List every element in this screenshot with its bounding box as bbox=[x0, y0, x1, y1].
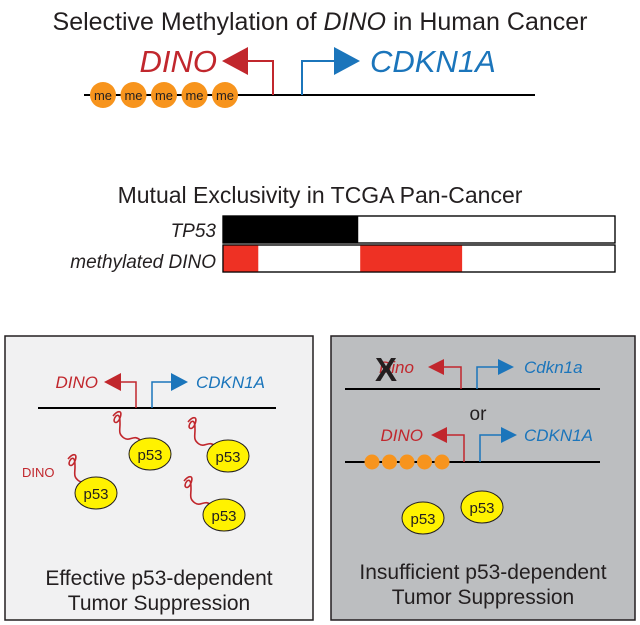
dino-p53-complex-2: p53 bbox=[187, 416, 250, 473]
middle-title: Mutual Exclusivity in TCGA Pan-Cancer bbox=[118, 182, 523, 208]
dino-p53-complex-1: p53 bbox=[112, 410, 172, 471]
right-mouse-gene-label-dino: Dino bbox=[379, 358, 414, 377]
right-mouse-cdkn1a-promoter-arrow bbox=[476, 359, 514, 389]
top-title: Selective Methylation of DINO in Human C… bbox=[53, 8, 588, 36]
left-caption-line1: Effective p53-dependent bbox=[45, 567, 272, 590]
svg-text:p53: p53 bbox=[211, 508, 236, 525]
row-label-methylated-dino: methylated DINO bbox=[70, 252, 216, 273]
gene-label-cdkn1a: CDKN1A bbox=[370, 44, 496, 79]
svg-text:p53: p53 bbox=[83, 486, 108, 503]
svg-text:p53: p53 bbox=[137, 447, 162, 464]
methylation-label: me bbox=[216, 88, 234, 103]
right-human-gene-label-cdkn1a: CDKN1A bbox=[524, 426, 593, 445]
right-methylation-marks bbox=[364, 454, 450, 470]
methylation-mark bbox=[399, 454, 415, 470]
methylation-mark bbox=[212, 82, 238, 108]
free-dino-label: DINO bbox=[22, 465, 55, 480]
right-human-dino-promoter-arrow bbox=[431, 427, 465, 462]
oncoprint-segment bbox=[360, 245, 463, 272]
free-p53-2: p53 bbox=[460, 490, 504, 524]
free-p53-1: p53 bbox=[401, 501, 445, 535]
left-dino-promoter-arrow bbox=[104, 373, 137, 408]
deletion-x-icon: X bbox=[375, 351, 397, 388]
right-human-cdkn1a-promoter-arrow bbox=[479, 427, 517, 462]
methylation-mark bbox=[364, 454, 380, 470]
left-gene-label-dino: DINO bbox=[56, 373, 99, 392]
methylation-label: me bbox=[94, 88, 112, 103]
svg-text:p53: p53 bbox=[469, 500, 494, 517]
methylation-mark bbox=[181, 82, 208, 108]
svg-text:p53: p53 bbox=[215, 449, 240, 466]
right-caption-line1: Insufficient p53-dependent bbox=[359, 561, 606, 584]
left-gene-label-cdkn1a: CDKN1A bbox=[196, 373, 265, 392]
dino-p53-complex-4: p53 bbox=[183, 475, 246, 532]
cdkn1a-promoter-arrow bbox=[301, 47, 360, 95]
svg-text:p53: p53 bbox=[410, 511, 435, 528]
methylation-label: me bbox=[124, 88, 142, 103]
methylation-mark bbox=[151, 82, 177, 108]
methylation-label: me bbox=[155, 88, 173, 103]
right-human-gene-label-dino: DINO bbox=[381, 426, 424, 445]
oncoprint-row-border bbox=[222, 244, 616, 273]
right-caption-line2: Tumor Suppression bbox=[392, 586, 574, 609]
dino-promoter-arrow bbox=[222, 47, 274, 95]
methylation-mark bbox=[417, 454, 432, 470]
methylation-mark bbox=[90, 82, 116, 108]
oncoprint-row-border bbox=[222, 215, 616, 244]
oncoprint bbox=[222, 215, 616, 273]
methylation-mark bbox=[120, 82, 147, 108]
left-cdkn1a-promoter-arrow bbox=[151, 373, 188, 408]
gene-label-dino: DINO bbox=[140, 44, 218, 79]
right-mouse-dino-promoter-arrow bbox=[428, 359, 462, 389]
right-panel bbox=[330, 335, 636, 621]
right-mouse-gene-label-cdkn1a: Cdkn1a bbox=[524, 358, 583, 377]
oncoprint-segment bbox=[223, 216, 359, 243]
or-label: or bbox=[470, 404, 488, 425]
methylation-mark bbox=[382, 454, 397, 470]
row-label-tp53: TP53 bbox=[171, 221, 217, 242]
left-caption-line2: Tumor Suppression bbox=[68, 592, 250, 615]
methylation-mark bbox=[434, 454, 450, 470]
oncoprint-segment bbox=[223, 245, 259, 272]
left-panel bbox=[4, 335, 314, 621]
dino-p53-complex-3: p53 bbox=[67, 453, 118, 510]
methylation-label: me bbox=[185, 88, 203, 103]
